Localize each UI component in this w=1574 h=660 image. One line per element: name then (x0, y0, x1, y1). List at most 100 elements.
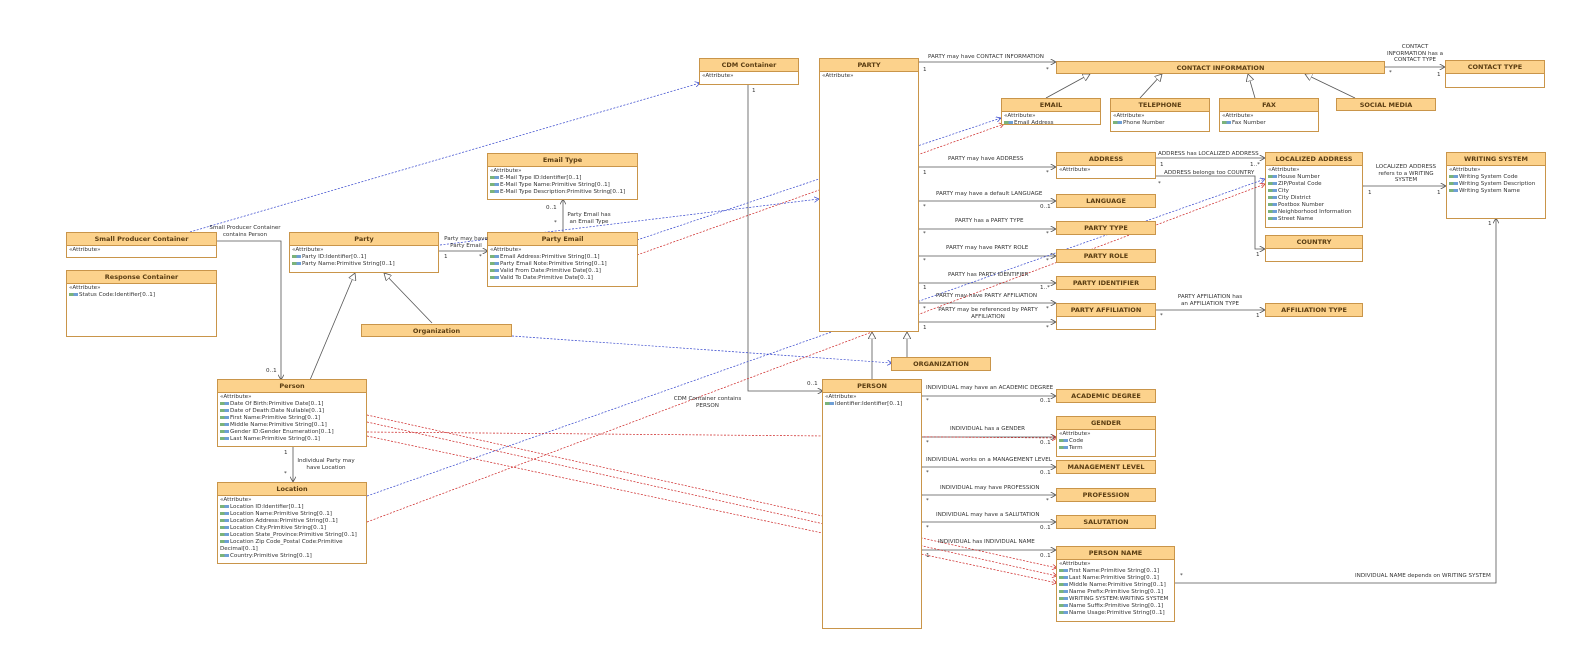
class-profession[interactable]: PROFESSION (1056, 488, 1156, 502)
mult: * (1046, 67, 1049, 73)
class-name: LOCALIZED ADDRESS (1266, 153, 1362, 166)
class-management-level[interactable]: MANAGEMENT LEVEL (1056, 460, 1156, 474)
class-country[interactable]: COUNTRY (1265, 235, 1363, 262)
class-ORGANIZATION[interactable]: ORGANIZATION (891, 357, 991, 371)
class-party-email[interactable]: Party Email«Attribute»Email Address:Prim… (487, 232, 638, 287)
stereotype-label: «Attribute» (490, 168, 522, 174)
mult: * (1046, 498, 1049, 504)
attribute-row: Last Name:Primitive String[0..1] (220, 436, 364, 443)
attribute-list: «Attribute»First Name:Primitive String[0… (1057, 560, 1174, 618)
class-salutation[interactable]: SALUTATION (1056, 515, 1156, 529)
attribute-row: ZIP/Postal Code (1268, 181, 1360, 188)
attribute-row: Location Name:Primitive String[0..1] (220, 511, 364, 518)
attribute-list: «Attribute» (67, 246, 216, 255)
class-contact-information[interactable]: CONTACT INFORMATION (1056, 61, 1385, 74)
mult: 1 (1488, 221, 1492, 227)
attribute-row: House Number (1268, 174, 1360, 181)
mult: * (926, 440, 929, 446)
dep-location-localized-red (366, 184, 1265, 523)
stereotype-label: «Attribute» (490, 247, 522, 253)
class-PARTY[interactable]: PARTY«Attribute» (819, 58, 919, 332)
class-name: CONTACT TYPE (1446, 61, 1544, 74)
class-person-name[interactable]: PERSON NAME«Attribute»First Name:Primiti… (1056, 546, 1175, 622)
class-name: MANAGEMENT LEVEL (1057, 461, 1155, 473)
attribute-row: Party Email Note:Primitive String[0..1] (490, 261, 635, 268)
attribute-row: Location Address:Primitive String[0..1] (220, 518, 364, 525)
mult: 0..1 (1040, 525, 1051, 531)
stereotype-label: «Attribute» (220, 394, 252, 400)
class-fax[interactable]: FAX«Attribute»Fax Number (1219, 98, 1319, 132)
dep-first-name (366, 414, 1057, 568)
class-small-producer-container[interactable]: Small Producer Container«Attribute» (66, 232, 217, 258)
mult: 1 (923, 285, 927, 291)
attribute-row: Email Address:Primitive String[0..1] (490, 254, 635, 261)
attribute-row: Valid To Date:Primitive Date[0..1] (490, 275, 635, 282)
attribute-row: Middle Name:Primitive String[0..1] (1059, 582, 1172, 589)
label-party-identifier: PARTY has PARTY IDENTIFIER (948, 272, 1029, 278)
stereotype-label: «Attribute» (292, 247, 324, 253)
attribute-row: Email Address (1004, 120, 1098, 124)
class-language[interactable]: LANGUAGE (1056, 194, 1156, 208)
label-party-may-have-email: Party may have Party Email (444, 236, 488, 249)
class-PERSON[interactable]: PERSON«Attribute»Identifier:Identifier[0… (822, 379, 922, 629)
class-writing-system[interactable]: WRITING SYSTEM«Attribute»Writing System … (1446, 152, 1546, 219)
attribute-row: Location ID:Identifier[0..1] (220, 504, 364, 511)
stereotype-label: «Attribute» (1059, 167, 1091, 173)
attribute-row: Code (1059, 438, 1153, 445)
class-name: Response Container (67, 271, 216, 284)
class-name: PERSON NAME (1057, 547, 1174, 560)
attribute-list: «Attribute»Identifier:Identifier[0..1] (823, 393, 921, 409)
class-location[interactable]: Location«Attribute»Location ID:Identifie… (217, 482, 367, 564)
mult: 0..1 (1040, 204, 1051, 210)
label-ind-salutation: INDIVIDUAL may have a SALUTATION (936, 512, 1040, 518)
attribute-row: Name Usage:Primitive String[0..1] (1059, 610, 1172, 617)
attribute-row: Location City:Primitive String[0..1] (220, 525, 364, 532)
class-party-type[interactable]: PARTY TYPE (1056, 221, 1156, 235)
attribute-row: E-Mail Type Name:Primitive String[0..1] (490, 182, 635, 189)
class-response-container[interactable]: Response Container«Attribute»Status Code… (66, 270, 217, 337)
class-affiliation-type[interactable]: AFFILIATION TYPE (1265, 303, 1363, 317)
class-person-left[interactable]: Person«Attribute»Date Of Birth:Primitive… (217, 379, 367, 447)
class-name: Person (218, 380, 366, 393)
label-party-language: PARTY may have a default LANGUAGE (936, 191, 1043, 197)
mult: 1 (444, 254, 448, 260)
class-social-media[interactable]: SOCIAL MEDIA (1336, 98, 1436, 111)
class-localized-address[interactable]: LOCALIZED ADDRESS«Attribute»House Number… (1265, 152, 1363, 228)
class-email-type[interactable]: Email Type«Attribute»E-Mail Type ID:Iden… (487, 153, 638, 200)
class-email[interactable]: EMAIL«Attribute»Email Address (1001, 98, 1101, 125)
class-name: ADDRESS (1057, 153, 1155, 166)
class-name: LANGUAGE (1057, 195, 1155, 207)
mult: 1 (923, 67, 927, 73)
attribute-row: Neighborhood Information (1268, 209, 1360, 216)
attribute-row: Last Name:Primitive String[0..1] (1059, 575, 1172, 582)
gen-social (1305, 74, 1356, 99)
mult: * (554, 220, 557, 226)
attribute-list: «Attribute»Email Address (1002, 112, 1100, 124)
class-party-affiliation[interactable]: PARTY AFFILIATION (1056, 303, 1156, 330)
class-name: Organization (362, 325, 511, 336)
dep-middle-name (366, 421, 1057, 576)
class-telephone[interactable]: TELEPHONE«Attribute»Phone Number (1110, 98, 1210, 132)
class-party-role[interactable]: PARTY ROLE (1056, 249, 1156, 263)
class-address[interactable]: ADDRESS«Attribute» (1056, 152, 1156, 179)
gen-person-party (309, 273, 355, 381)
class-organization-left[interactable]: Organization (361, 324, 512, 337)
class-contact-type[interactable]: CONTACT TYPE (1445, 60, 1545, 88)
class-cdm-container[interactable]: CDM Container«Attribute» (699, 58, 799, 85)
class-name: CONTACT INFORMATION (1057, 62, 1384, 73)
mult: 1 (284, 450, 288, 456)
mult: 1 (923, 170, 927, 176)
mult: * (926, 398, 929, 404)
mult: 1 (1437, 190, 1441, 196)
class-academic-degree[interactable]: ACADEMIC DEGREE (1056, 389, 1156, 403)
attribute-row: Country:Primitive String[0..1] (220, 553, 364, 560)
class-name: COUNTRY (1266, 236, 1362, 249)
attribute-list: «Attribute»Fax Number (1220, 112, 1318, 128)
class-party-identifier[interactable]: PARTY IDENTIFIER (1056, 276, 1156, 290)
attribute-row: Location Zip Code_Postal Code:Primitive (220, 539, 364, 546)
stereotype-label: «Attribute» (702, 73, 734, 79)
mult: * (923, 231, 926, 237)
class-party-left[interactable]: Party«Attribute»Party ID:Identifier[0..1… (289, 232, 439, 273)
